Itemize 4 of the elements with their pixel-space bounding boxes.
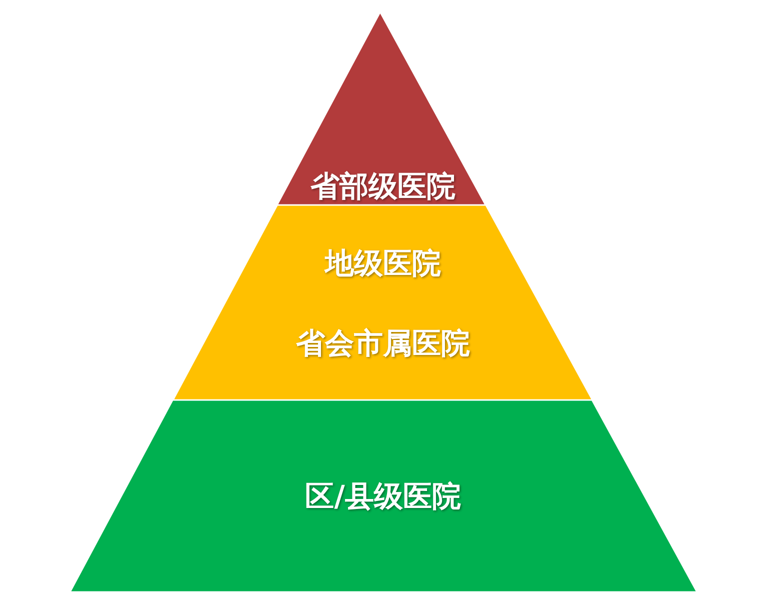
tier-label: 区/县级医院 bbox=[305, 481, 461, 513]
tier-label: 省会市属医院 bbox=[296, 328, 470, 360]
tier-label: 省部级医院 bbox=[310, 171, 456, 203]
tier-label: 地级医院 bbox=[324, 248, 441, 280]
